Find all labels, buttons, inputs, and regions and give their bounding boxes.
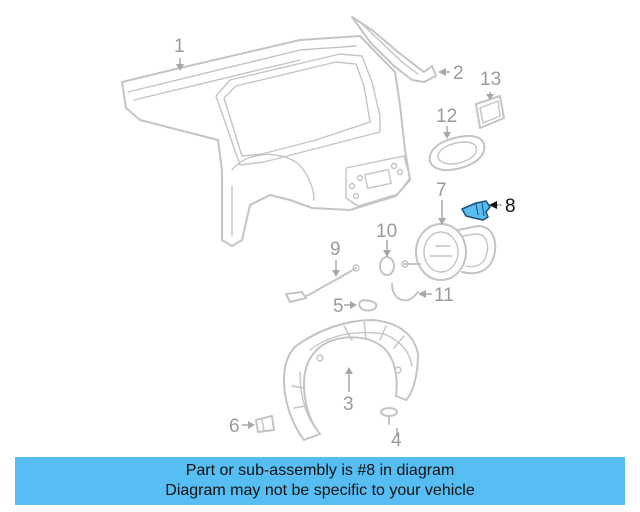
callout-3: 3 bbox=[343, 394, 354, 415]
parts-diagram: 1 2 13 12 8 7 10 9 11 5 3 6 4 bbox=[121, 16, 516, 451]
callout-4: 4 bbox=[391, 430, 402, 451]
part-1-quarter-panel bbox=[121, 35, 411, 247]
part-7-fuel-door bbox=[401, 223, 497, 281]
callout-10: 10 bbox=[376, 221, 397, 242]
part-12-reflector bbox=[428, 134, 486, 172]
part-13-emblem bbox=[475, 95, 505, 129]
info-banner: Part or sub-assembly is #8 in diagram Di… bbox=[15, 457, 625, 505]
callout-5: 5 bbox=[333, 296, 344, 317]
callout-11: 11 bbox=[434, 285, 454, 306]
banner-line-part: Part or sub-assembly is #8 in diagram bbox=[185, 462, 455, 479]
part-8-fuel-door-hinge bbox=[461, 200, 491, 221]
banner-line-disclaimer: Diagram may not be specific to your vehi… bbox=[165, 482, 475, 499]
callout-2: 2 bbox=[453, 63, 464, 84]
callout-9: 9 bbox=[330, 239, 341, 260]
part-9-release-cable bbox=[285, 264, 360, 303]
part-4-push-pin bbox=[380, 407, 398, 425]
callout-8: 8 bbox=[505, 196, 516, 217]
part-2-pillar-trim bbox=[351, 16, 437, 83]
part-6-bracket bbox=[255, 415, 275, 433]
leader-lines bbox=[176, 58, 502, 436]
part-10-grommet bbox=[379, 256, 395, 276]
part-5-clip bbox=[358, 299, 378, 312]
callout-13: 13 bbox=[480, 69, 501, 90]
callout-1: 1 bbox=[174, 36, 185, 57]
callout-7: 7 bbox=[436, 180, 447, 201]
callout-12: 12 bbox=[436, 106, 457, 127]
part-3-wheelhouse-liner bbox=[283, 319, 419, 441]
callout-labels: 1 2 13 12 8 7 10 9 11 5 3 6 4 bbox=[174, 36, 516, 451]
part-11-hose bbox=[391, 283, 419, 302]
callout-6: 6 bbox=[229, 416, 240, 437]
